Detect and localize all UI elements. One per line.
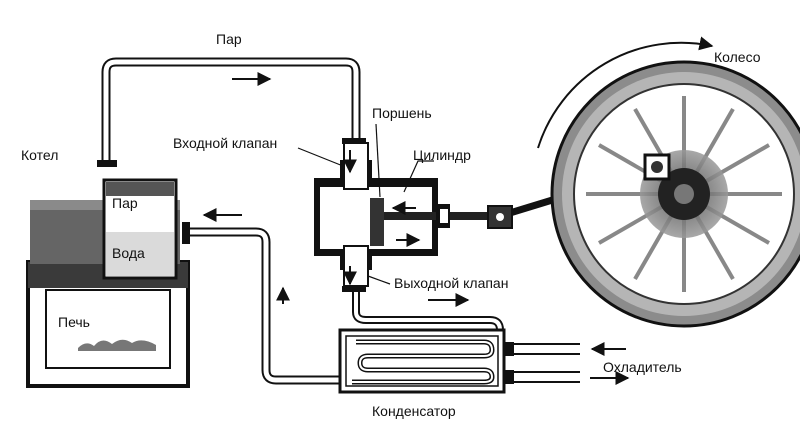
cylinder	[314, 142, 496, 287]
boiler-steam-label: Пар	[112, 195, 138, 211]
steam-pipe	[101, 57, 361, 165]
fire-coals	[78, 339, 156, 351]
boiler-water-label: Вода	[112, 245, 145, 261]
cylinder-label: Цилиндр	[413, 147, 471, 163]
furnace-label: Печь	[58, 314, 90, 330]
boiler-label: Котел	[21, 147, 58, 163]
outlet-flange	[342, 286, 366, 292]
return-pipe	[190, 227, 340, 385]
condenser-label: Конденсатор	[372, 403, 456, 419]
inlet-valve-label: Входной клапан	[173, 135, 277, 151]
boiler-outlet-flange	[97, 160, 117, 167]
steam-pipe-label: Пар	[216, 31, 242, 47]
boiler	[30, 178, 180, 280]
furnace	[26, 260, 190, 388]
crank-pin	[643, 153, 671, 181]
exhaust-pipe	[352, 292, 504, 340]
coolant-label: Охладитель	[603, 359, 682, 375]
coolant-pipes	[514, 343, 580, 383]
piston-label: Поршень	[372, 105, 432, 121]
rotation-arrow	[537, 36, 714, 149]
leader-lines	[297, 123, 434, 285]
inlet-flange	[342, 138, 366, 144]
condenser	[338, 328, 514, 394]
flywheel	[550, 60, 800, 328]
condensate-return-flange	[182, 222, 190, 244]
outlet-valve-label: Выходной клапан	[394, 275, 508, 291]
wheel-label: Колесо	[714, 49, 761, 65]
piston	[370, 198, 384, 246]
